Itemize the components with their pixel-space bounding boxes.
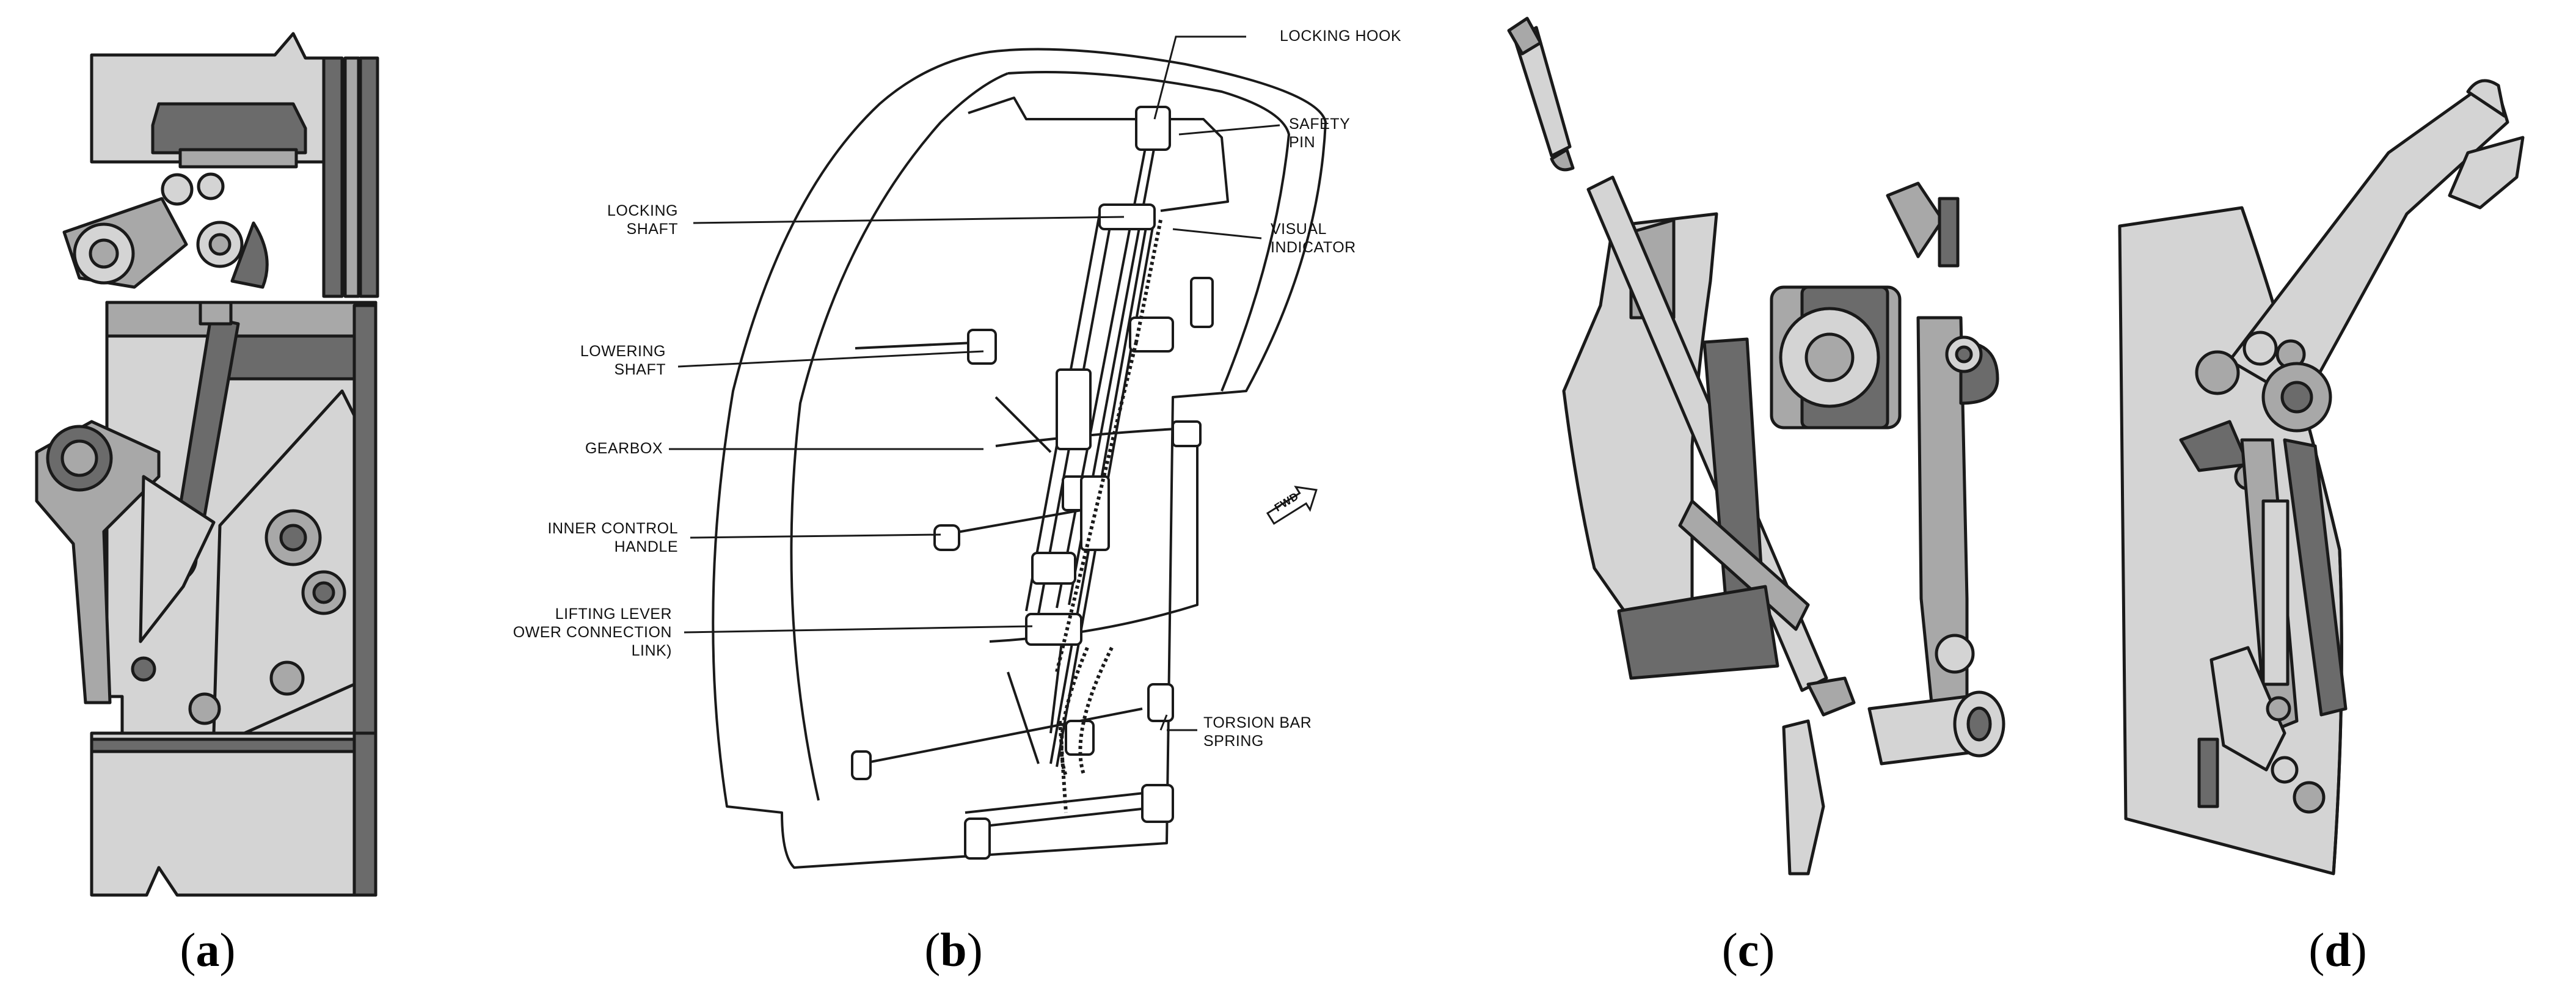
- callout-gearbox: GEARBOX: [585, 440, 663, 457]
- caption-letter: a: [195, 923, 220, 976]
- caption-close-paren: ): [219, 923, 236, 976]
- callout-lowering-shaft: LOWERING SHAFT: [580, 342, 666, 379]
- caption-close-paren: ): [1759, 923, 1775, 976]
- callout-visual-indicator-line1: VISUAL: [1271, 221, 1327, 238]
- caption-close-paren: ): [966, 923, 983, 976]
- caption-panel-c: (c): [1722, 916, 1775, 984]
- callout-locking-shaft: LOCKING SHAFT: [607, 202, 678, 238]
- caption-panel-a: (a): [180, 916, 236, 984]
- callout-locking-shaft-line1: LOCKING: [607, 202, 678, 219]
- callout-lifting-lever-line1: LIFTING LEVER: [555, 605, 672, 623]
- callout-inner-control-handle: INNER CONTROL HANDLE: [548, 519, 678, 556]
- panel-d-drawing: [2118, 79, 2525, 876]
- caption-open-paren: (: [1721, 923, 1738, 976]
- caption-open-paren: (: [180, 923, 196, 976]
- caption-letter: d: [2324, 923, 2351, 976]
- panel-a-drawing: [35, 32, 379, 897]
- callout-visual-indicator: VISUAL INDICATOR: [1271, 220, 1356, 257]
- panel-c-handle-assembly: [1491, 0, 2040, 1002]
- caption-panel-d: (d): [2308, 916, 2366, 984]
- caption-close-paren: ): [2351, 923, 2367, 976]
- callout-safety-pin: SAFETY PIN: [1289, 115, 1350, 152]
- caption-letter: c: [1737, 923, 1759, 976]
- callout-inner-control-handle-line1: INNER CONTROL: [547, 520, 678, 537]
- callout-lifting-lever-line3: LINK): [631, 642, 672, 659]
- panel-b-drawing: [669, 35, 1327, 869]
- panel-b-door-mechanism-callout-diagram: LOCKING HOOK SAFETY PIN LOCKING SHAFT VI…: [513, 0, 1466, 1002]
- panel-a-door-latch-mechanism: [35, 0, 415, 1002]
- callout-lifting-lever-line2: OWER CONNECTION: [513, 624, 672, 641]
- callout-safety-pin-line2: PIN: [1289, 134, 1316, 151]
- callout-inner-control-handle-line2: HANDLE: [614, 538, 678, 555]
- callout-lifting-lever: LIFTING LEVER OWER CONNECTION LINK): [513, 605, 672, 660]
- caption-open-paren: (: [2308, 923, 2325, 976]
- caption-open-paren: (: [924, 923, 941, 976]
- panel-d-door-frame-linkage: [2101, 0, 2576, 1002]
- callout-lowering-shaft-line2: SHAFT: [614, 361, 666, 378]
- callout-torsion-bar-spring-line2: SPRING: [1203, 733, 1264, 750]
- caption-panel-b: (b): [924, 916, 982, 984]
- callout-locking-hook: LOCKING HOOK: [1280, 27, 1402, 45]
- callout-locking-shaft-line2: SHAFT: [626, 221, 678, 238]
- callout-safety-pin-line1: SAFETY: [1289, 115, 1351, 133]
- callout-torsion-bar-spring: TORSION BAR SPRING: [1203, 714, 1312, 750]
- caption-letter: b: [940, 923, 967, 976]
- callout-visual-indicator-line2: INDICATOR: [1271, 239, 1356, 256]
- callout-lowering-shaft-line1: LOWERING: [580, 343, 666, 360]
- callout-torsion-bar-spring-line1: TORSION BAR: [1203, 714, 1312, 731]
- panel-c-drawing: [1507, 16, 2005, 876]
